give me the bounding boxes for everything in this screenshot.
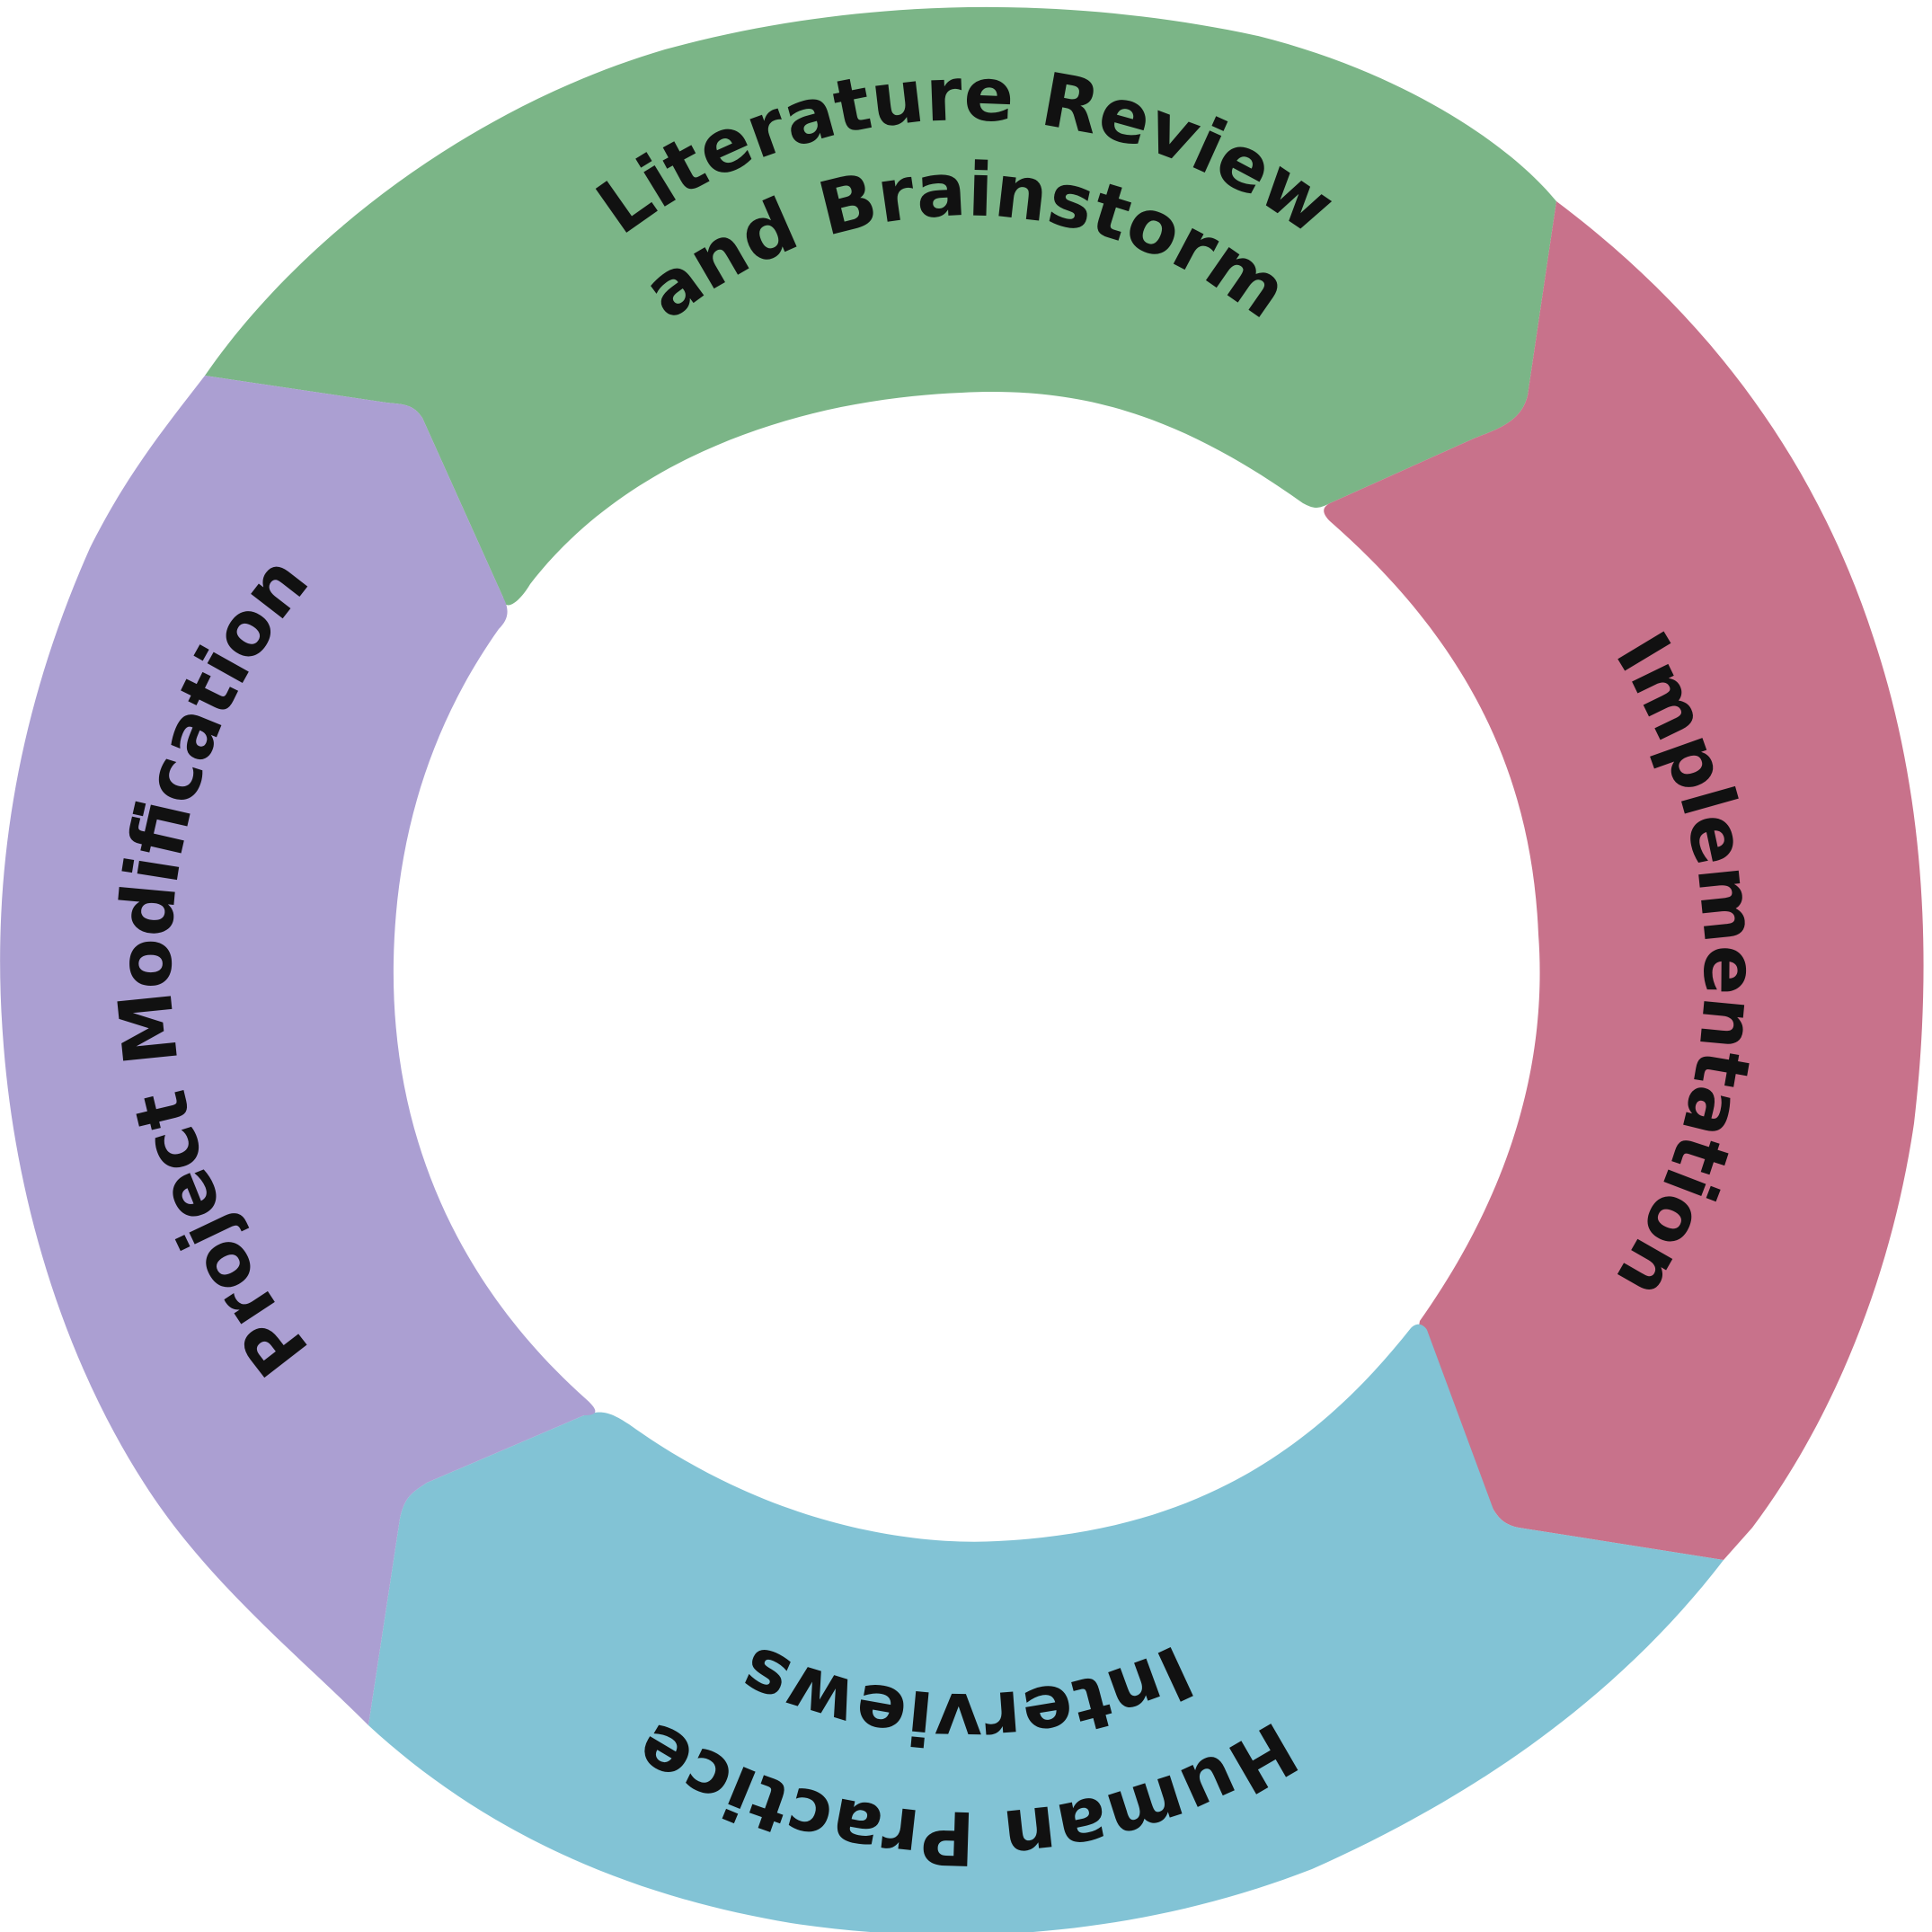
segment-literature-review: [205, 6, 1556, 606]
segment-implementation: [1324, 201, 1924, 1560]
segment-human-practice: [368, 1324, 1724, 1932]
segment-project-modification: [0, 376, 596, 1725]
